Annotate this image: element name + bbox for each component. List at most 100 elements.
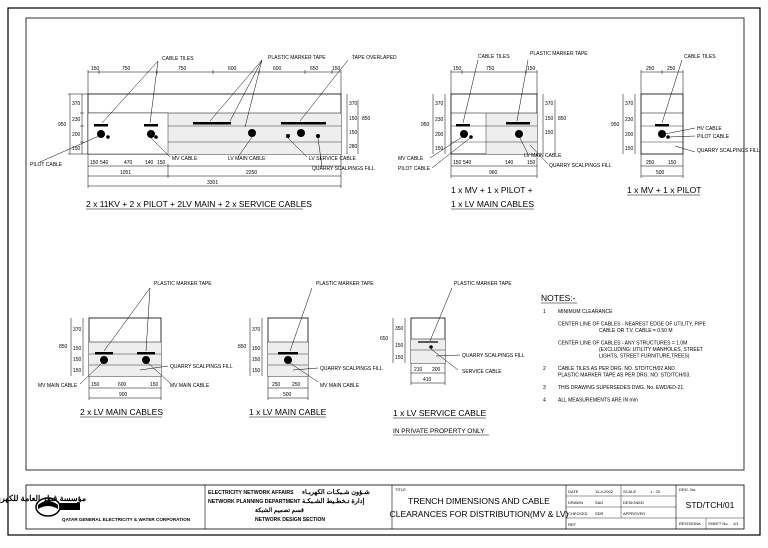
logo-arabic: مؤسسة قطر العامة للكهرباء والماء bbox=[0, 494, 86, 504]
dim-text: 900 bbox=[119, 392, 128, 398]
dim-text: 350 bbox=[395, 326, 404, 332]
dim-text: 150 bbox=[73, 357, 82, 363]
dim-text: 370 bbox=[72, 101, 81, 107]
dept-en-2: NETWORK PLANNING DEPARTMENT bbox=[208, 499, 301, 505]
dim-text: 750 bbox=[122, 66, 131, 72]
dim-text: 1051 bbox=[120, 170, 131, 176]
notes-title: NOTES:- bbox=[541, 293, 576, 303]
dim-text: 250 bbox=[646, 160, 655, 166]
dim-text: 370 bbox=[625, 101, 634, 107]
note-line: CENTER LINE OF CABLES - NEAREST EDGE OF … bbox=[558, 322, 707, 328]
d2-caption-2: 1 x LV MAIN CABLES bbox=[451, 199, 534, 209]
dim-text: 650 bbox=[380, 336, 389, 342]
d4-marker-tape-label: PLASTIC MARKER TAPE bbox=[154, 281, 212, 287]
dim-text: 600 bbox=[118, 382, 127, 388]
dim-text: 150 bbox=[73, 368, 82, 374]
note-line: THIS DRAWING SUPERSEDES DWG. No. EWD/ED-… bbox=[558, 385, 685, 391]
revision-label: REVISION bbox=[679, 521, 698, 526]
dim-text: 150 bbox=[545, 116, 554, 122]
d5-quarry-label: QUARRY SCALPINGS FILL bbox=[320, 366, 383, 372]
dim-text: 370 bbox=[435, 101, 444, 107]
dim-text: 150 bbox=[625, 146, 634, 152]
dim-text: 250 bbox=[646, 66, 655, 72]
dim-text: 250 bbox=[272, 382, 281, 388]
d4-quarry-label: QUARRY SCALPINGS FILL bbox=[170, 364, 233, 370]
title-label: TITLE bbox=[395, 487, 406, 492]
dim-text: 370 bbox=[252, 327, 261, 333]
info-value: 11-4-2002 bbox=[595, 489, 614, 494]
dim-text: 540 bbox=[463, 160, 472, 166]
dept-ar-1: شـؤون شـبكـات الكهربـاء bbox=[302, 488, 370, 496]
info-value: 1 : 20 bbox=[650, 489, 661, 494]
dim-text: 850 bbox=[59, 344, 68, 350]
info-key: APPROVED bbox=[623, 511, 645, 516]
d6-marker-tape-label: PLASTIC MARKER TAPE bbox=[454, 281, 512, 287]
dim-text: 150 bbox=[527, 66, 536, 72]
dim-text: 500 bbox=[656, 170, 665, 176]
detail-6: PLASTIC MARKER TAPE QUARRY SCALPINGS FIL… bbox=[380, 281, 525, 436]
drg-no: STD/TCH/01 bbox=[686, 500, 735, 510]
dim-text: 150 bbox=[91, 66, 100, 72]
dim-text: 150 bbox=[72, 146, 81, 152]
dim-text: 200 bbox=[72, 132, 81, 138]
d2-cable-tiles-label: CABLE TILES bbox=[478, 54, 510, 60]
dim-text: 370 bbox=[545, 101, 554, 107]
dim-text: 250 bbox=[292, 382, 301, 388]
dept-en-1: ELECTRICITY NETWORK AFFAIRS bbox=[208, 490, 294, 496]
dim-text: 370 bbox=[73, 327, 82, 333]
info-key: CHECKED bbox=[568, 511, 588, 516]
dept-ar-2: إدارة تـخطـيط الشـبكـة bbox=[302, 497, 365, 505]
dim-text: 650 bbox=[310, 66, 319, 72]
dim-text: 150 bbox=[349, 130, 358, 136]
d1-pilot-cable-label: PILOT CABLE bbox=[30, 162, 63, 168]
d1-mv-cable-label: MV CABLE bbox=[172, 156, 198, 162]
d3-caption: 1 x MV + 1 x PILOT bbox=[627, 185, 701, 195]
dim-text: 150 bbox=[349, 116, 358, 122]
d1-quarry-label: QUARRY SCALPINGS FILL bbox=[312, 166, 375, 172]
d1-tape-overlaped-label: TAPE OVERLAPED bbox=[352, 55, 397, 61]
detail-2: CABLE TILES PLASTIC MARKER TAPE LV MAIN … bbox=[398, 51, 612, 210]
dim-text: 150 bbox=[453, 160, 462, 166]
drg-no-label: DRG. No. bbox=[679, 487, 696, 492]
d2-mv-cable-label: MV CABLE bbox=[398, 156, 424, 162]
dept-ar-3: قسم تصميم الشبكة bbox=[255, 507, 304, 514]
dim-text: 950 bbox=[611, 122, 620, 128]
sheet-value: 1/1 bbox=[733, 521, 739, 526]
d2-caption-1: 1 x MV + 1 x PILOT + bbox=[451, 185, 533, 195]
note-number: 4 bbox=[543, 398, 546, 404]
note-line: ALL MEASUREMENTS ARE IN mm bbox=[558, 398, 638, 404]
dim-text: 140 bbox=[145, 160, 154, 166]
d5-caption: 1 x LV MAIN CABLE bbox=[249, 407, 327, 417]
dim-text: 210 bbox=[414, 367, 423, 373]
note-line: CABLE TILES AS PER DRG. NO. STD/TCH/02 A… bbox=[558, 366, 675, 372]
dim-text: 950 bbox=[421, 122, 430, 128]
d1-caption: 2 x 11KV + 2 x PILOT + 2LV MAIN + 2 x SE… bbox=[86, 199, 312, 209]
dim-text: 150 bbox=[157, 160, 166, 166]
dim-text: 950 bbox=[58, 122, 67, 128]
dim-text: 280 bbox=[349, 144, 358, 150]
info-value: SAD bbox=[595, 500, 603, 505]
d1-cable-tiles-label: CABLE TILES bbox=[162, 56, 194, 62]
d6-caption: 1 x LV SERVICE CABLE bbox=[393, 408, 487, 418]
d5-marker-tape-label: PLASTIC MARKER TAPE bbox=[316, 281, 374, 287]
dim-text: 410 bbox=[423, 377, 432, 383]
dim-text: 150 bbox=[332, 66, 341, 72]
d1-marker-tape-label: PLASTIC MARKER TAPE bbox=[268, 55, 326, 61]
info-key: SCALE bbox=[623, 489, 636, 494]
d3-quarry-label: QUARRY SCALPINGS FILL bbox=[697, 148, 760, 154]
dim-text: 200 bbox=[625, 132, 634, 138]
dim-text: 850 bbox=[362, 116, 371, 122]
d3-hv-cable-label: HV CABLE bbox=[697, 126, 722, 132]
info-key: REF bbox=[568, 522, 577, 527]
d4-mv-main-left: MV MAIN CABLE bbox=[38, 383, 78, 389]
note-line: CABLE OR T.V. CABLE = 0.50 M bbox=[599, 328, 673, 334]
note-number: 2 bbox=[543, 366, 546, 372]
dim-text: 150 bbox=[90, 160, 99, 166]
dim-text: 850 bbox=[238, 344, 247, 350]
dim-text: 150 bbox=[527, 160, 536, 166]
note-number: 3 bbox=[543, 385, 546, 391]
d2-quarry-label: QUARRY SCALPINGS FILL bbox=[549, 163, 612, 169]
revision-value: A bbox=[698, 521, 701, 526]
dim-text: 140 bbox=[505, 160, 514, 166]
